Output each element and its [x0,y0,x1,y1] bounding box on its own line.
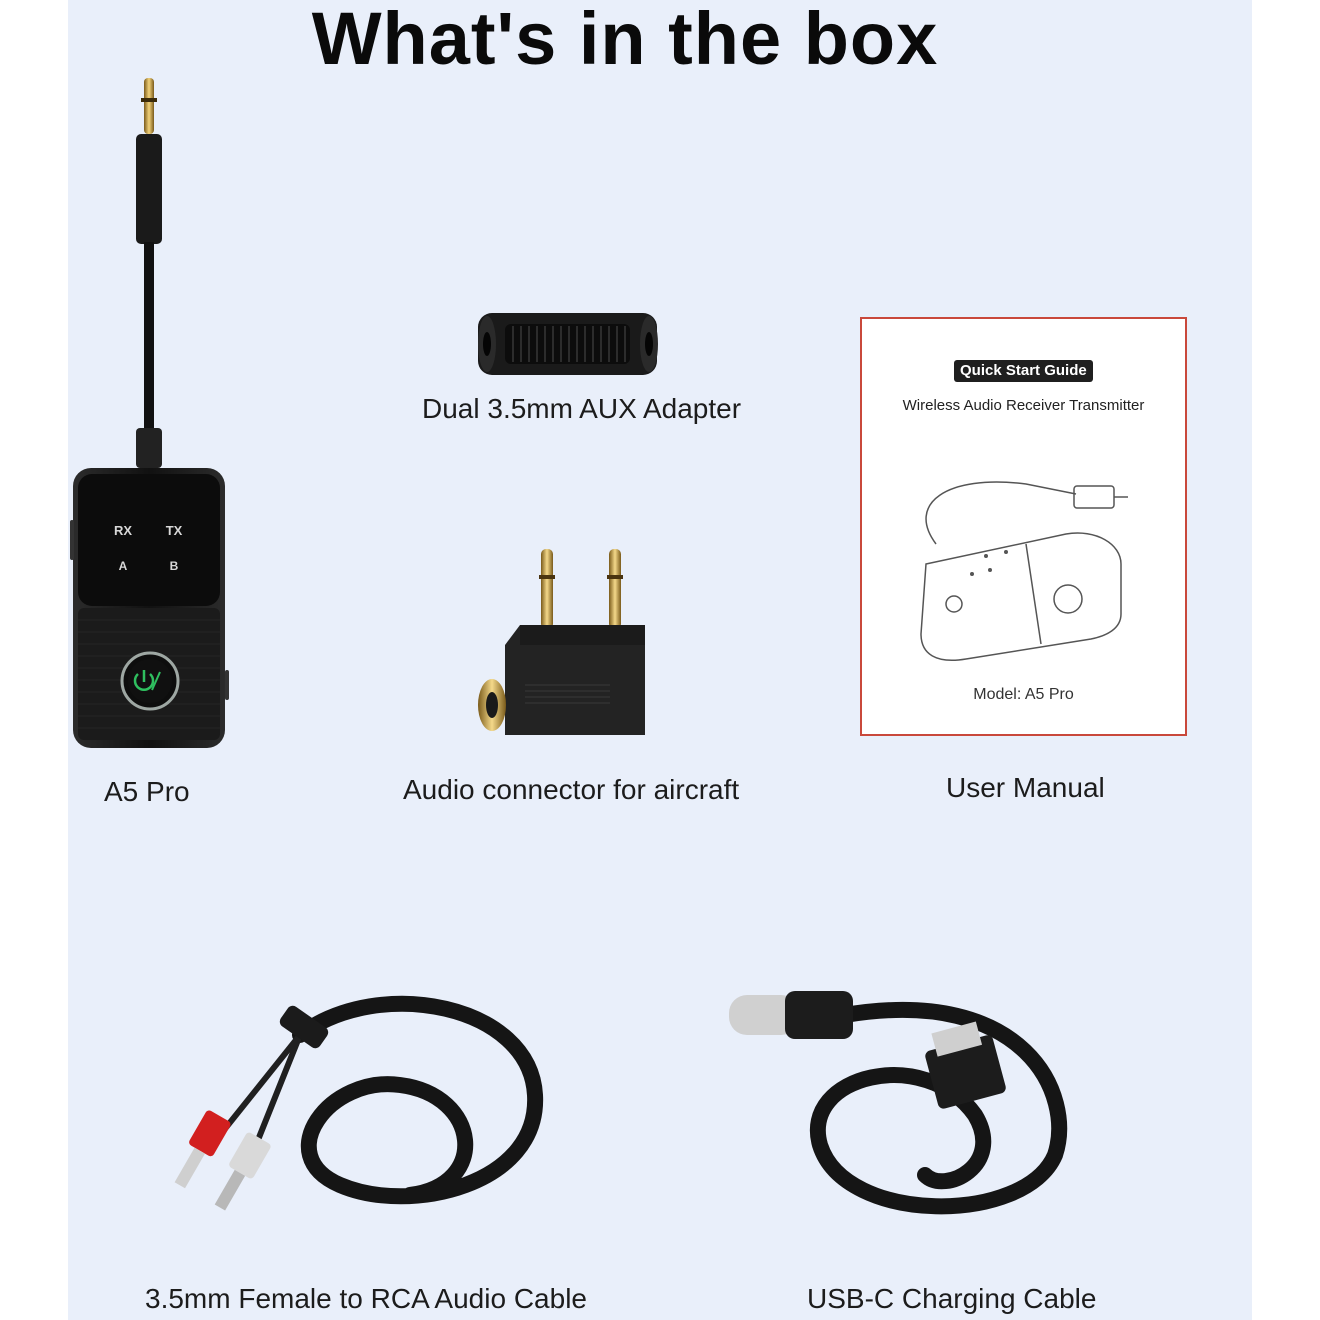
device-sketch-icon [920,481,1128,661]
user-manual-icon: Quick Start Guide Wireless Audio Receive… [860,317,1187,736]
a-label: A [119,559,128,573]
manual-badge: Quick Start Guide [954,360,1093,382]
rx-label: RX [114,523,132,538]
manual-model: Model: A5 Pro [973,686,1074,703]
aux-adapter-icon [478,313,658,375]
rca-cable-icon [174,995,544,1211]
b-label: B [170,559,179,573]
caption-a5-pro: A5 Pro [104,776,190,807]
usb-c-cable-icon [729,991,1068,1215]
tx-label: TX [166,523,183,538]
caption-rca-cable: 3.5mm Female to RCA Audio Cable [145,1283,587,1314]
power-button[interactable] [120,651,180,711]
caption-usb-c-cable: USB-C Charging Cable [807,1283,1097,1314]
aircraft-connector-icon [478,549,645,735]
caption-aux-adapter: Dual 3.5mm AUX Adapter [422,393,742,424]
page-title: What's in the box [311,0,939,80]
a5-pro-device-icon: RX TX A B [70,78,229,748]
caption-user-manual: User Manual [946,772,1105,803]
manual-subtitle: Wireless Audio Receiver Transmitter [902,397,1145,414]
caption-aircraft-connector: Audio connector for aircraft [403,774,740,805]
